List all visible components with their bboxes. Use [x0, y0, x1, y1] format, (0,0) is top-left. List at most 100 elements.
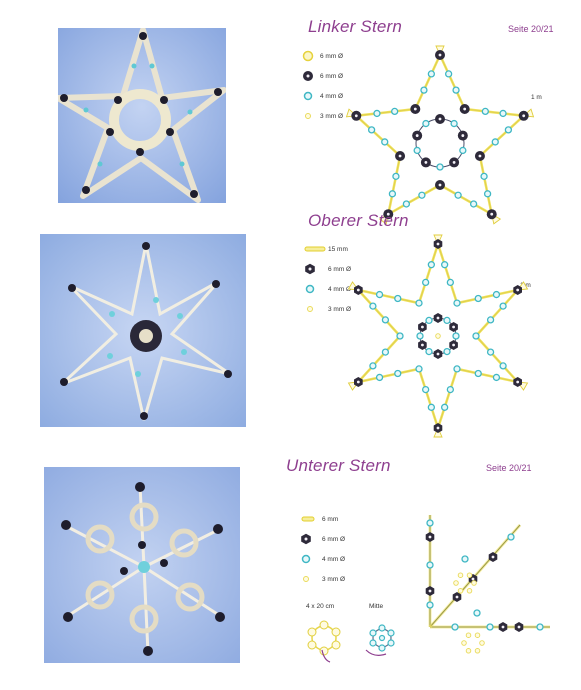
seed-bead	[471, 580, 477, 586]
bead-hole	[516, 288, 520, 292]
legend-label: 15 mm	[328, 245, 348, 253]
legend-label: 3 mm Ø	[322, 575, 346, 583]
legend-linker-stern: 6 mm Ø 6 mm Ø 4 mm Ø 3 mm Ø	[302, 50, 392, 120]
seed-bead	[465, 648, 472, 654]
bead-hole	[501, 625, 505, 629]
legend-label: 6 mm	[322, 515, 339, 523]
bead-hole	[386, 212, 390, 216]
turquoise-bead	[394, 369, 402, 378]
seed-bead	[457, 588, 464, 594]
legend-row: 3 mm Ø	[302, 110, 343, 122]
turquoise-bead	[469, 200, 478, 208]
bead-hole	[463, 107, 467, 111]
turquoise-bead	[499, 109, 507, 118]
legend-oberer-stern: 15 mm 6 mm Ø 4 mm Ø 3 mm Ø	[304, 243, 394, 315]
bead-hole	[428, 589, 432, 593]
section-title-oberer-stern: Oberer Stern	[308, 211, 409, 230]
turquoise-bead	[375, 290, 384, 299]
bead-hole	[436, 316, 440, 320]
bead-hole	[438, 183, 442, 187]
legend-label: 6 mm Ø	[322, 535, 346, 543]
seed-bead	[474, 632, 481, 638]
turquoise-bead	[474, 294, 482, 303]
turquoise-bead	[453, 365, 461, 373]
bead-hole	[452, 325, 455, 329]
turquoise-bead	[504, 126, 513, 134]
turquoise-bead-icon	[303, 91, 313, 101]
turquoise-bead	[422, 119, 430, 128]
bead-hole	[421, 325, 424, 329]
seed-bead	[466, 588, 473, 594]
turquoise-bead	[394, 294, 402, 303]
section-title-linker-stern: Linker Stern	[308, 17, 403, 36]
turquoise-bead	[402, 200, 411, 208]
seed-bead	[453, 580, 459, 586]
center-label: Mitte	[369, 603, 384, 610]
legend-row: 4 mm Ø	[304, 283, 351, 295]
bugle-bead-icon	[301, 516, 315, 522]
seed-bead	[466, 572, 473, 578]
turquoise-bead	[415, 299, 423, 307]
turquoise-bead	[453, 299, 461, 307]
turquoise-bead-icon	[305, 284, 315, 294]
legend-label: 6 mm Ø	[328, 265, 352, 273]
turquoise-bead	[381, 138, 389, 146]
turquoise-bead	[492, 373, 501, 382]
bead-hole	[438, 117, 442, 121]
legend-row: 6 mm	[300, 513, 338, 525]
seed-bead	[457, 572, 464, 578]
turquoise-bead	[415, 365, 423, 373]
seed-bead	[474, 648, 481, 654]
turquoise-bead	[446, 385, 454, 394]
seed-bead	[435, 333, 441, 339]
turquoise-bead	[441, 261, 449, 269]
bugle-thread	[355, 53, 525, 216]
bead-hole	[356, 288, 360, 292]
legend-label: 3 mm Ø	[328, 305, 352, 313]
turquoise-bead	[491, 138, 499, 146]
seed-bead	[465, 632, 472, 638]
turquoise-bead	[441, 403, 449, 411]
legend-row: 3 mm Ø	[304, 303, 351, 315]
turquoise-bead	[536, 623, 544, 631]
bead-hole	[436, 242, 440, 246]
turquoise-bead	[499, 362, 507, 370]
turquoise-bead	[426, 601, 434, 609]
turquoise-bead	[427, 403, 435, 411]
black-bead-icon	[303, 71, 313, 81]
legend-row: 15 mm	[304, 243, 348, 255]
bead-hole	[455, 595, 459, 599]
turquoise-bead	[481, 107, 489, 116]
legend-row: 4 mm Ø	[300, 553, 345, 565]
bead-hole	[415, 134, 419, 137]
seed-bead-icon	[307, 306, 313, 312]
photo-unterer-stern	[44, 467, 240, 663]
bead-hole	[491, 555, 495, 559]
bead-hole	[471, 577, 475, 581]
turquoise-bead	[486, 316, 495, 324]
turquoise-bead	[486, 348, 495, 356]
legend-label: 3 mm Ø	[320, 112, 344, 120]
legend-row: 6 mm Ø	[302, 70, 343, 82]
turquoise-bead	[492, 290, 501, 299]
turquoise-bead	[461, 555, 469, 563]
turquoise-bead	[426, 519, 434, 527]
turquoise-bead	[413, 146, 421, 155]
bead-hole	[398, 154, 402, 158]
turquoise-bead	[450, 119, 458, 128]
turquoise-bead	[418, 191, 426, 199]
diagram-unterer-stern	[425, 515, 550, 654]
thread-length: 1 m	[531, 94, 542, 101]
bead-hole	[461, 134, 465, 137]
turquoise-bead	[426, 561, 434, 569]
legend-label: 6 mm Ø	[320, 72, 344, 80]
black-bead-icon	[301, 533, 311, 545]
turquoise-bead	[486, 623, 494, 631]
turquoise-bead-icon	[301, 554, 311, 564]
bead-hole	[354, 114, 358, 118]
turquoise-bead	[444, 70, 453, 78]
diagram-oberer-stern	[347, 234, 529, 438]
bead-hole	[428, 535, 432, 539]
diagram-center	[365, 624, 395, 656]
page-reference: Seite 20/21	[486, 463, 532, 473]
